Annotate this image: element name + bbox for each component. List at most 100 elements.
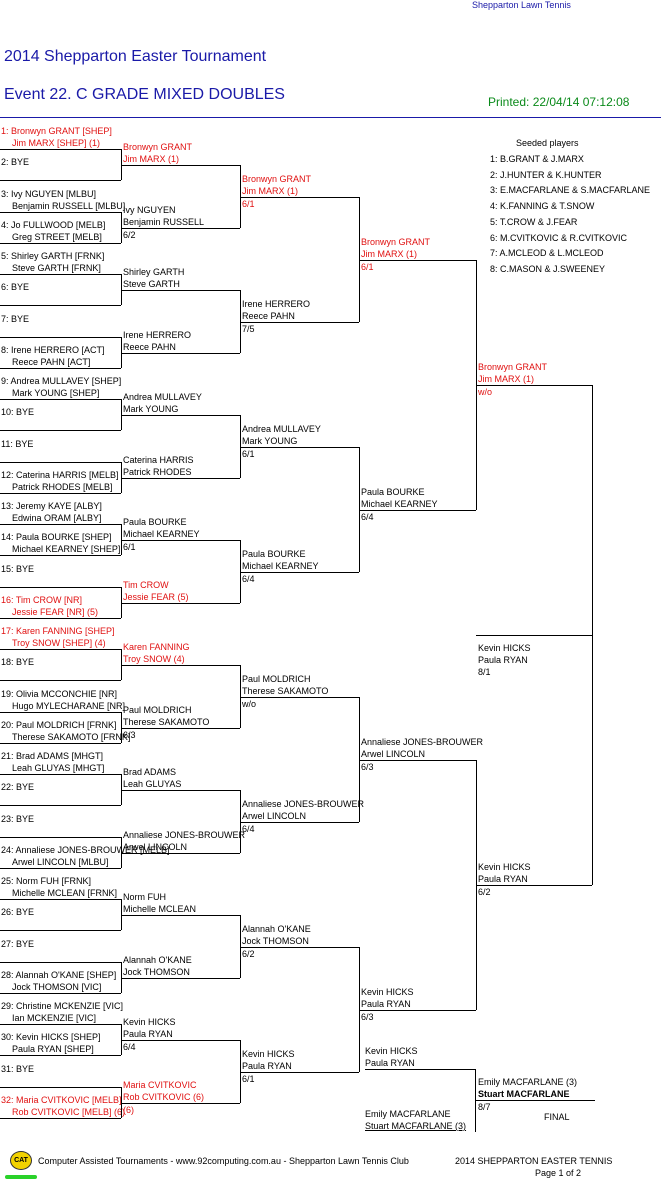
draw-entry-line [0,837,121,838]
r2-line [121,478,240,479]
r2-winner-player1: Brad ADAMS [123,767,177,777]
r2-winner-player1: Maria CVITKOVIC [123,1080,197,1090]
r3-line [240,572,359,573]
r2-line [121,1103,240,1104]
r3-score: 6/1 [242,449,255,459]
seeded-player-item: 4: K.FANNING & T.SNOW [490,201,595,212]
final-winner-player2: Stuart MACFARLANE [478,1089,570,1099]
footer-page-number: Page 1 of 2 [535,1168,582,1178]
seeded-player-item: 8: C.MASON & J.SWEENEY [490,263,606,274]
draw-entry-player1: 9: Andrea MULLAVEY [SHEP] [1,376,122,386]
r2-winner-player2: Jim MARX (1) [123,154,179,164]
draw-entry-line [0,618,121,619]
draw-entry-line [0,649,121,650]
draw-entry-line [0,399,121,400]
draw-entry-player1: 14: Paula BOURKE [SHEP] [1,532,112,542]
r2-winner-player1: Andrea MULLAVEY [123,392,202,402]
r2-score: 6/4 [123,1042,136,1052]
draw-entry-line [0,337,121,338]
r2-winner-player2: Reece PAHN [123,342,176,352]
draw-entry-player2: Mark YOUNG [SHEP] [12,388,100,398]
r4-line [359,260,476,261]
r2-line [121,728,240,729]
final-label: FINAL [544,1112,570,1122]
seeded-heading: Seeded players [516,138,579,148]
r4-winner-player1: Kevin HICKS [361,987,414,997]
r5-score: w/o [478,387,493,397]
r3-winner-player1: Alannah O'KANE [242,924,311,934]
r3-winner-player2: Arwel LINCOLN [242,811,307,821]
draw-entry-line [0,680,121,681]
r2-connector [121,837,122,868]
r2-score: (6) [123,1105,134,1115]
final-opponent-player2: Stuart MACFARLANE (3) [365,1121,467,1131]
r2-winner-player2: Michael KEARNEY [123,529,200,539]
r3-winner-player1: Irene HERRERO [242,299,311,309]
club-link[interactable]: Shepparton Lawn Tennis [472,0,571,10]
draw-entry-line [0,1055,121,1056]
draw-entry-player2: Edwina ORAM [ALBY] [12,513,102,523]
draw-entry-player1: 5: Shirley GARTH [FRNK] [1,251,105,261]
r2-winner-player1: Norm FUH [123,892,166,902]
r6-winner-player1: Kevin HICKS [478,643,531,653]
r2-line [121,165,240,166]
r2-line [121,978,240,979]
r4-score: 6/1 [361,262,374,272]
r3-connector [240,790,241,853]
r4-winner-player1: Paula BOURKE [361,487,425,497]
tournament-title: 2014 Shepparton Easter Tournament [4,48,267,65]
draw-entry-player1: 11: BYE [1,439,34,449]
draw-entry-player1: 15: BYE [1,564,35,574]
seeded-player-item: 2: J.HUNTER & K.HUNTER [490,169,602,180]
r3-winner-player2: Therese SAKAMOTO [242,686,329,696]
r3-connector [240,540,241,603]
r4-line [359,760,476,761]
draw-entry-player1: 7: BYE [1,314,30,324]
draw-entry-line [0,743,121,744]
draw-entry-player1: 29: Christine MCKENZIE [VIC] [1,1001,124,1011]
r2-winner-player2: Troy SNOW (4) [123,654,185,664]
draw-entry-line [0,805,121,806]
r2-line [121,915,240,916]
draw-entry-player2: Steve GARTH [FRNK] [12,263,101,273]
r4-line [359,1010,476,1011]
r4-winner-player2: Jim MARX (1) [361,249,417,259]
draw-entry-player1: 16: Tim CROW [NR] [1,595,83,605]
r4-line [359,510,476,511]
r4-score: 6/4 [361,512,374,522]
seeded-player-item: 6: M.CVITKOVIC & R.CVITKOVIC [490,232,628,243]
footer-event-name: 2014 SHEPPARTON EASTER TENNIS [455,1156,613,1166]
r2-connector [121,587,122,618]
r3-winner-player2: Michael KEARNEY [242,561,319,571]
draw-entry-player1: 18: BYE [1,657,35,667]
r2-winner-player1: Annaliese JONES-BROUWER [123,830,246,840]
r3-score: 6/1 [242,199,255,209]
footer-credits: Computer Assisted Tournaments - www.92co… [38,1156,409,1166]
r5-winner-player1: Kevin HICKS [478,862,531,872]
draw-entry-player1: 32: Maria CVITKOVIC [MELB] [1,1095,122,1105]
draw-entry-player2: Greg STREET [MELB] [12,232,102,242]
draw-entry-player2: Ian MCKENZIE [VIC] [12,1013,97,1023]
draw-entry-player2: Jessie FEAR [NR] (5) [12,607,99,617]
r2-connector [121,524,122,555]
draw-entry-line [0,962,121,963]
draw-entry-player1: 1: Bronwyn GRANT [SHEP] [1,126,112,136]
r3-score: 6/4 [242,574,255,584]
r2-connector [121,462,122,493]
r2-winner-player1: Ivy NGUYEN [123,205,176,215]
r2-winner-player1: Irene HERRERO [123,330,192,340]
draw-entry-player1: 3: Ivy NGUYEN [MLBU] [1,189,97,199]
r6-score: 8/1 [478,667,491,677]
r2-winner-player1: Alannah O'KANE [123,955,192,965]
r2-connector [121,1024,122,1055]
draw-entry-line [0,243,121,244]
r2-connector [121,649,122,680]
draw-entry-line [0,493,121,494]
final-winner-player1: Emily MACFARLANE (3) [478,1077,578,1087]
r5-winner-player2: Jim MARX (1) [478,374,534,384]
draw-entry-player2: Paula RYAN [SHEP] [12,1044,94,1054]
r2-connector [121,899,122,930]
r2-winner-player2: Patrick RHODES [123,467,192,477]
final-result-line [475,1100,595,1101]
r2-winner-player2: Rob CVITKOVIC (6) [123,1092,205,1102]
